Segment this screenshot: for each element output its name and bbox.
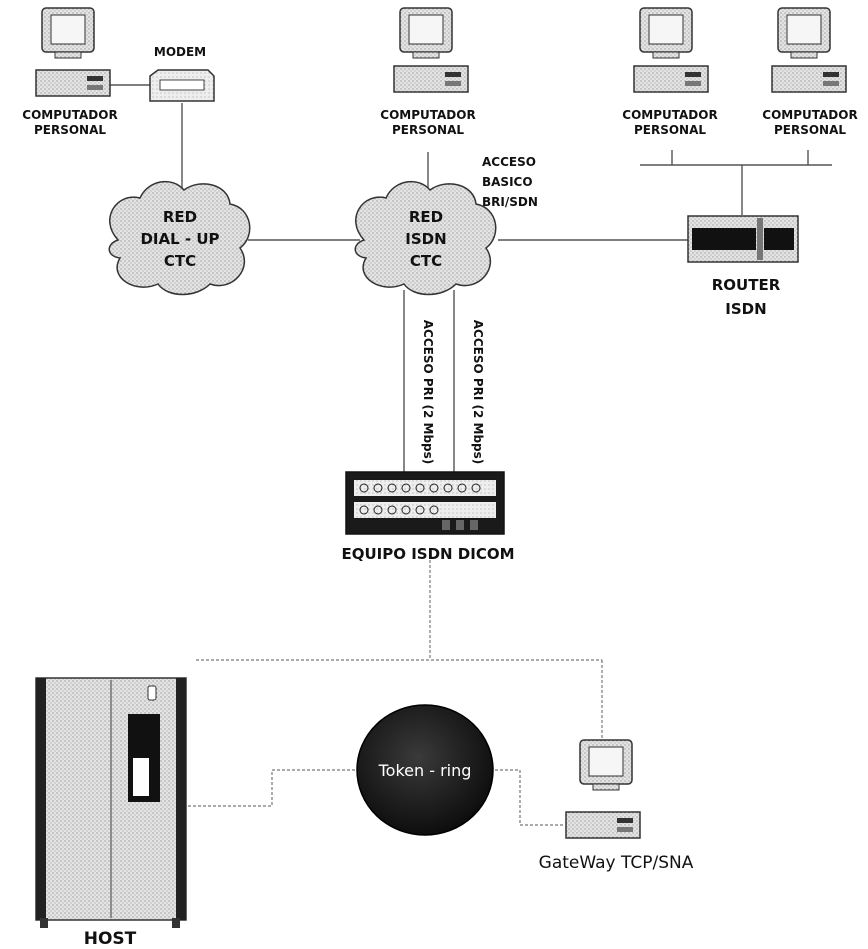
label-cloud-dialup-line2: DIAL - UP <box>140 230 219 248</box>
label-pc-left-line2: PERSONAL <box>34 123 106 137</box>
label-acceso-basico-line3: BRI/SDN <box>482 195 538 209</box>
label-pc-right-b-line1: COMPUTADOR <box>762 108 857 122</box>
host-icon <box>35 677 187 928</box>
label-acceso-basico-line1: ACCESO <box>482 155 536 169</box>
label-host: HOST <box>84 929 137 949</box>
gateway-pc-icon <box>565 739 641 839</box>
label-cloud-isdn-line1: RED <box>409 208 443 226</box>
modem-icon <box>149 69 215 102</box>
label-pc-left-line1: COMPUTADOR <box>22 108 117 122</box>
cloud-dialup <box>108 180 251 296</box>
pc-right-a-icon <box>633 7 709 93</box>
link-pcs-router <box>640 150 832 215</box>
router-icon <box>687 215 799 263</box>
label-router-line2: ISDN <box>725 300 766 318</box>
label-pc-mid-line1: COMPUTADOR <box>380 108 475 122</box>
label-gateway: GateWay TCP/SNA <box>539 853 694 873</box>
label-router-line1: ROUTER <box>712 276 781 294</box>
link-token-gateway <box>490 769 565 826</box>
label-cloud-dialup-line1: RED <box>163 208 197 226</box>
label-token-ring: Token - ring <box>378 761 472 780</box>
cloud-isdn <box>354 180 497 296</box>
label-pc-right-b-line2: PERSONAL <box>774 123 846 137</box>
connections <box>110 84 832 826</box>
token-ring-icon <box>356 704 494 836</box>
pc-mid-icon <box>393 7 469 93</box>
label-equipo: EQUIPO ISDN DICOM <box>341 545 514 563</box>
equipo-isdn-icon <box>345 471 505 535</box>
label-modem: MODEM <box>154 45 206 59</box>
pc-right-b-icon <box>771 7 847 93</box>
pc-left-icon <box>35 7 111 97</box>
label-pc-mid-line2: PERSONAL <box>392 123 464 137</box>
label-pc-right-a-line1: COMPUTADOR <box>622 108 717 122</box>
label-cloud-isdn-line3: CTC <box>410 252 442 270</box>
label-pri-right: ACCESO PRI (2 Mbps) <box>471 320 485 465</box>
labels: MODEM COMPUTADOR PERSONAL COMPUTADOR PER… <box>22 45 857 949</box>
link-pri <box>403 290 455 474</box>
label-pri-left: ACCESO PRI (2 Mbps) <box>421 320 435 465</box>
link-host-token <box>188 769 360 807</box>
label-cloud-dialup-line3: CTC <box>164 252 196 270</box>
label-acceso-basico-line2: BASICO <box>482 175 533 189</box>
label-pc-right-a-line2: PERSONAL <box>634 123 706 137</box>
label-cloud-isdn-line2: ISDN <box>405 230 446 248</box>
